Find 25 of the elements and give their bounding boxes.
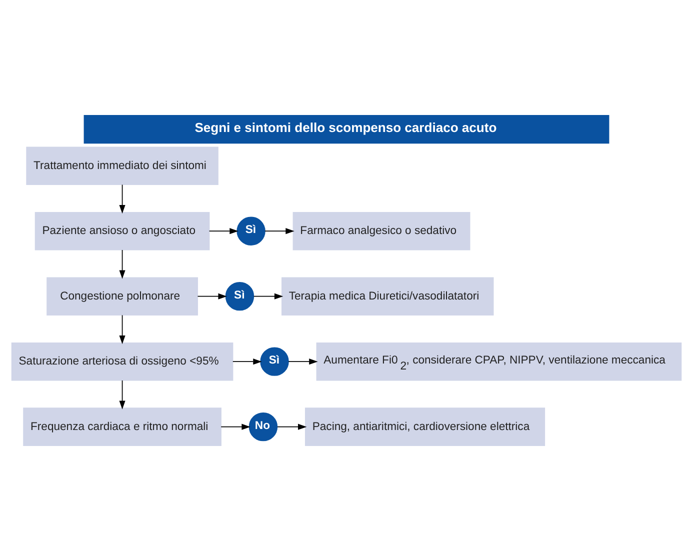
arrow <box>288 358 318 364</box>
node-box: Paziente ansioso o angosciato <box>34 211 210 250</box>
arrow <box>119 184 126 214</box>
arrow <box>277 423 307 430</box>
node-box: Trattamento immediato dei sintomi <box>26 146 218 184</box>
node-box: Saturazione arteriosa di ossigeno <95% <box>11 342 234 380</box>
node-box: Terapia medica Diuretici/vasodilatatori <box>281 276 494 315</box>
arrow <box>232 358 262 364</box>
node-circle: Sì <box>225 281 254 310</box>
node-box: Frequenza cardiaca e ritmo normali <box>23 407 222 446</box>
arrow <box>208 228 238 234</box>
arrow <box>119 314 126 344</box>
node-box: Pacing, antiaritmici, cardioversione elettrica <box>304 407 546 446</box>
diagram-title: Segni e sintomi dello scompenso cardiaco acuto <box>194 119 497 134</box>
arrow <box>253 292 284 299</box>
arrow <box>264 228 294 234</box>
arrow <box>119 380 126 409</box>
arrow <box>197 292 227 299</box>
arrow <box>220 423 250 430</box>
node-circle: Sì <box>260 346 289 376</box>
node-box: Farmaco analgesico o sedativo <box>292 211 470 250</box>
node-box: Congestione polmonare <box>46 276 198 315</box>
arrow <box>119 249 126 278</box>
node-circle: No <box>248 412 278 441</box>
node-circle: Sì <box>236 216 266 245</box>
